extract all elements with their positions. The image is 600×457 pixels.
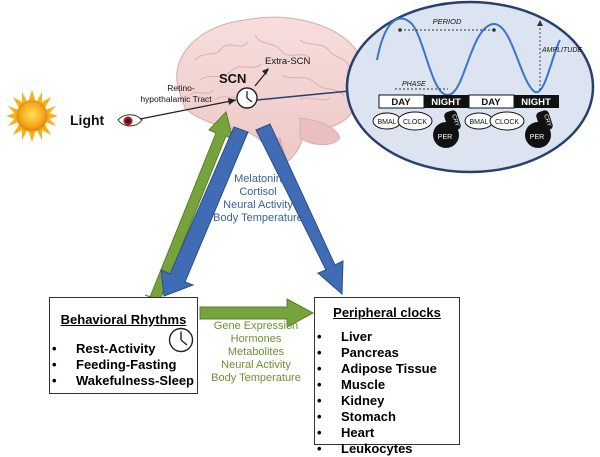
peripheral-item: Liver (315, 329, 459, 345)
eye-icon (117, 114, 143, 127)
scn-output-item: Melatonin (234, 173, 282, 185)
scn-label: SCN (219, 71, 246, 86)
behavior-outputs-list: Gene Expression Hormones Metabolites Neu… (206, 320, 306, 385)
per-label-1: PER (438, 134, 452, 141)
behavioral-rhythms-box: Behavioral Rhythms Rest-Activity Feeding… (49, 297, 198, 394)
per-label-2: PER (530, 134, 544, 141)
bmal-label-2: BMAL (469, 119, 488, 126)
circadian-wave (376, 17, 561, 97)
peripheral-clocks-list: Liver Pancreas Adipose Tissue Muscle Kid… (315, 329, 459, 457)
behavior-output-item: Gene Expression (213, 320, 299, 332)
behavior-output-item: Body Temperature (211, 372, 301, 384)
light-label: Light (70, 112, 105, 128)
behavioral-rhythms-title: Behavioral Rhythms (60, 312, 187, 327)
bar-night-2: NIGHT (521, 97, 551, 108)
extra-scn-label: Extra-SCN (265, 56, 311, 67)
scn-output-item: Cortisol (239, 186, 277, 198)
behavioral-item: Rest-Activity (50, 341, 197, 357)
day-night-bar: DAY NIGHT DAY NIGHT (378, 94, 559, 109)
behavior-output-item: Hormones (230, 333, 282, 345)
tract-label-line-1: Retino- (167, 83, 195, 93)
behavioral-item: Feeding-Fasting (50, 357, 197, 373)
behavior-output-item: Metabolites (227, 346, 285, 358)
peripheral-clocks-box: Peripheral clocks Liver Pancreas Adipose… (314, 297, 460, 456)
retinohypothalamic-tract-line (139, 99, 237, 120)
period-label: PERIOD (433, 17, 462, 26)
peripheral-item: Stomach (315, 409, 459, 425)
peripheral-item: Adipose Tissue (315, 361, 459, 377)
scn-outputs-list: Melatonin Cortisol Neural Activity Body … (208, 173, 308, 225)
clock-label-1: CLOCK (403, 119, 427, 126)
clock-genes-group-1: BMAL CLOCK PER CRY (372, 110, 461, 148)
behavior-output-item: Neural Activity (221, 359, 291, 371)
clock-label-2: CLOCK (495, 119, 519, 126)
phase-label: PHASE (402, 81, 426, 88)
bar-day-2: DAY (481, 97, 501, 108)
circadian-inset (345, 0, 595, 174)
scn-to-peripheral-arrow (255, 123, 344, 296)
cry-label-1: CRY (450, 114, 460, 128)
behavioral-item: Wakefulness-Sleep (50, 373, 197, 389)
behavior-to-peripheral-arrow (199, 298, 315, 328)
scn-clock-icon (236, 87, 258, 109)
amplitude-label: AMPLITUDE (541, 47, 582, 54)
clock-icon (168, 327, 194, 353)
tract-label-line-2: hypothalamic Tract (140, 94, 212, 104)
peripheral-clocks-title: Peripheral clocks (333, 305, 441, 320)
peripheral-item: Heart (315, 425, 459, 441)
clock-genes-group-2: BMAL CLOCK PER CRY (464, 110, 553, 148)
peripheral-item: Pancreas (315, 345, 459, 361)
scn-to-behavior-arrow (160, 126, 249, 297)
bmal-label-1: BMAL (377, 119, 396, 126)
sun-icon (6, 90, 58, 142)
peripheral-item: Leukocytes (315, 441, 459, 457)
bar-day-1: DAY (391, 97, 411, 108)
bar-night-1: NIGHT (431, 97, 461, 108)
behavioral-rhythms-list: Rest-Activity Feeding-Fasting Wakefulnes… (50, 341, 197, 389)
cry-label-2: CRY (542, 114, 552, 128)
scn-output-item: Neural Activity (223, 199, 293, 211)
scn-output-item: Body Temperature (213, 212, 303, 224)
peripheral-item: Kidney (315, 393, 459, 409)
peripheral-item: Muscle (315, 377, 459, 393)
